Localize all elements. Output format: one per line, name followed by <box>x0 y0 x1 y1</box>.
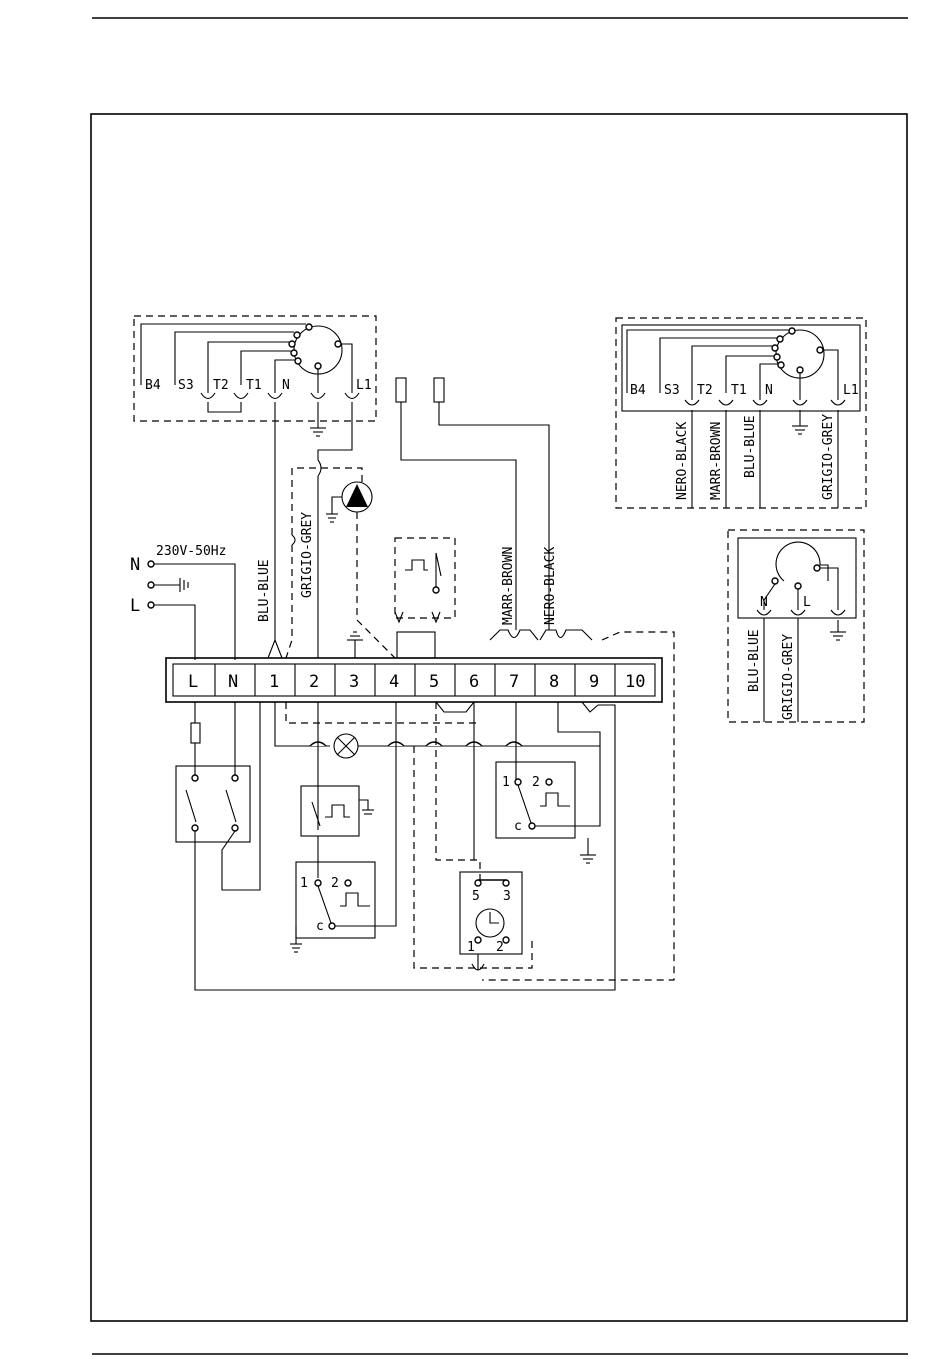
plug-left-pin-n: N <box>282 378 290 393</box>
plug-right-pin-n: N <box>765 383 773 398</box>
terminal-n: N <box>228 672 238 692</box>
power-supply: 230V-50Hz N L <box>130 544 235 660</box>
timer-contact-1: 1 <box>467 940 475 955</box>
terminal-2: 2 <box>309 672 319 692</box>
switch-right-contact-2: 2 <box>532 775 540 790</box>
plug-left-pin-l1: L1 <box>356 378 372 393</box>
plug-small-wire-blue: BLU-BLUE <box>747 629 762 692</box>
lower-wiring: 1 2 c 5 3 1 2 1 2 <box>176 702 615 990</box>
terminal-1: 1 <box>269 672 279 692</box>
plug-right: B4 S3 T2 T1 N L1 NERO-BLACK MARR-BROWN B… <box>616 318 866 508</box>
switch-right-contact-c: c <box>514 819 522 834</box>
wire-label-black: NERO-BLACK <box>543 547 558 625</box>
terminal-l: L <box>188 672 198 692</box>
terminal-8: 8 <box>549 672 559 692</box>
terminal-9: 9 <box>589 672 599 692</box>
plug-small-pin-n: N <box>760 595 768 610</box>
terminal-strip: L N 1 2 3 4 5 6 7 8 9 10 <box>166 658 662 702</box>
supply-voltage: 230V-50Hz <box>156 544 226 559</box>
terminal-5: 5 <box>429 672 439 692</box>
terminal-7: 7 <box>509 672 519 692</box>
plug-right-pin-t2: T2 <box>697 383 713 398</box>
timer-contact-2: 2 <box>496 940 504 955</box>
plug-right-pin-s3: S3 <box>664 383 680 398</box>
wire-label-blue: BLU-BLUE <box>257 559 272 622</box>
plug-right-wire-brown: MARR-BROWN <box>709 422 724 500</box>
terminal-4: 4 <box>389 672 399 692</box>
terminal-3: 3 <box>349 672 359 692</box>
timer-contact-5: 5 <box>472 889 480 904</box>
switch-left-contact-1: 1 <box>300 876 308 891</box>
plug-right-wire-blue: BLU-BLUE <box>743 415 758 478</box>
plug-left: B4 S3 T2 T1 N L1 <box>134 316 376 436</box>
plug-left-pin-t2: T2 <box>213 378 229 393</box>
plug-right-wire-black: NERO-BLACK <box>675 422 690 500</box>
plug-left-pin-b4: B4 <box>145 378 161 393</box>
supply-neutral-label: N <box>130 555 140 575</box>
plug-small: N L BLU-BLUE GRIGIO-GREY <box>728 530 864 722</box>
plug-right-pin-l1: L1 <box>843 383 859 398</box>
plug-right-pin-b4: B4 <box>630 383 646 398</box>
wire-label-brown: MARR-BROWN <box>501 547 516 625</box>
plug-right-pin-t1: T1 <box>731 383 747 398</box>
plug-left-pin-s3: S3 <box>178 378 194 393</box>
plug-left-pin-t1: T1 <box>246 378 262 393</box>
timer-contact-3: 3 <box>503 889 511 904</box>
terminal-10: 10 <box>625 672 645 692</box>
plug-right-wire-grey: GRIGIO-GREY <box>821 414 836 500</box>
plug-small-pin-l: L <box>803 595 811 610</box>
switch-right-contact-1: 1 <box>502 775 510 790</box>
supply-line-label: L <box>130 596 140 616</box>
switch-left-contact-2: 2 <box>331 876 339 891</box>
plug-small-wire-grey: GRIGIO-GREY <box>781 634 796 720</box>
terminal-6: 6 <box>469 672 479 692</box>
wire-label-grey: GRIGIO-GREY <box>300 512 315 598</box>
switch-left-contact-c: c <box>316 919 324 934</box>
